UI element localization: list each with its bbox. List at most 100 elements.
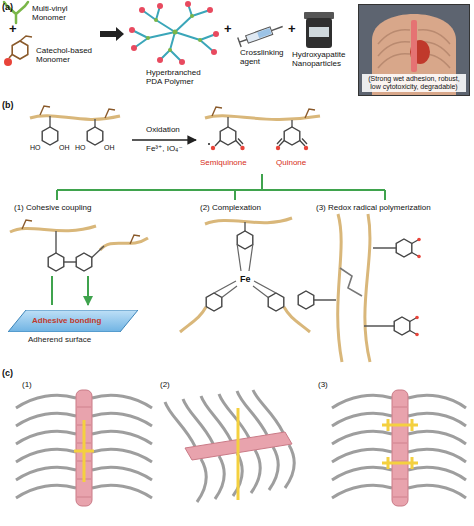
chest-image (411, 20, 417, 72)
crosslinked-chains (394, 317, 410, 335)
hyperbranched-polymer (129, 1, 219, 65)
branch-lines (57, 174, 385, 200)
reaction-condition: Fe³⁺, IO₄⁻ (146, 144, 183, 153)
oxidized-polymer (228, 117, 292, 127)
label-anchor: Oxidation (146, 125, 180, 134)
oxidized-polymer (304, 146, 308, 150)
hyperbranched-polymer (213, 31, 219, 37)
atom-label: HO (75, 144, 86, 152)
label-anchor: (c) (2, 368, 13, 378)
label-anchor: + (288, 22, 296, 37)
crosslinked-chains (417, 255, 421, 259)
crosslinked-chains (298, 214, 421, 362)
ribcage (74, 420, 94, 482)
nanoparticle-jar (304, 12, 334, 19)
catechol-polymer (50, 116, 95, 127)
plus-sign: + (9, 22, 17, 37)
label-anchor: (b) (2, 100, 14, 110)
adhesion-arrows (52, 276, 88, 305)
hyperbranched-polymer (211, 49, 217, 55)
ribcage (332, 395, 392, 498)
crosslinked-chains (338, 214, 342, 362)
coupled-catechols (22, 220, 140, 244)
nanoparticle-jar (309, 27, 329, 37)
ribcage-perspective (237, 408, 240, 500)
hyperbranched-polymer (131, 45, 137, 51)
mechanism-heading: (2) Complexation (200, 203, 261, 212)
ribcage (16, 390, 152, 506)
ribcage (382, 419, 418, 469)
hyperbranched-polymer (207, 7, 213, 13)
oxidized-polymer (212, 107, 315, 118)
oxidized-polymer (205, 116, 320, 120)
hyperbranched-polymer (129, 1, 219, 65)
panel-label: (b) (2, 100, 14, 110)
reaction-condition: Oxidation (146, 125, 180, 134)
image-panel: (Strong wet adhesion, robust, low cytoto… (358, 4, 470, 96)
panel-label: (3) (318, 380, 328, 389)
crosslinked-chains (417, 238, 421, 242)
syringe-icon (238, 22, 285, 47)
hyperbranched-polymer (198, 38, 202, 42)
branch-lines (57, 174, 385, 200)
oxidized-polymer (284, 127, 300, 145)
ribcage (16, 395, 76, 498)
oxidation-arrow (132, 139, 196, 141)
coupled-catechols (48, 253, 64, 271)
crosslinked-chains (410, 240, 418, 334)
catechol-polymer (42, 127, 58, 145)
oxidized-polymer (208, 143, 210, 145)
coupled-catechols (100, 238, 148, 250)
label-anchor: Crosslinking agent (240, 48, 290, 66)
iron-complex (268, 293, 284, 311)
image-caption: (Strong wet adhesion, robust, low cytoto… (362, 74, 466, 92)
oxidized-polymer (276, 146, 280, 150)
hyperbranched-polymer (173, 30, 178, 35)
label-anchor: (2) (160, 380, 170, 389)
nanoparticle-jar (306, 18, 332, 48)
panel-label: (a) (2, 2, 13, 12)
reaction-arrow (100, 27, 124, 41)
atom-label: Fe (240, 274, 251, 284)
hyperbranched-polymer (185, 1, 191, 7)
iron-complex (214, 245, 276, 298)
iron-complex (205, 218, 292, 224)
label-anchor: Hyperbranched PDA Polymer (146, 68, 210, 86)
oxidized-polymer (211, 146, 215, 150)
hyperbranched-polymer (129, 27, 135, 33)
crosslinked-chains (314, 248, 396, 326)
hyperbranched-polymer (146, 36, 150, 40)
atom-label: HO (30, 144, 41, 152)
iron-complex (284, 307, 310, 332)
catechol-polymer (87, 127, 103, 145)
species-label: Quinone (276, 158, 306, 167)
mechanism-heading: (1) Cohesive coupling (14, 203, 91, 212)
iron-complex (237, 231, 253, 249)
hyperbranched-polymer (154, 18, 158, 22)
oxidation-arrow (132, 140, 196, 141)
surface-label: Adherend surface (8, 335, 91, 344)
atom-label: OH (104, 144, 115, 152)
adhesion-arrows (52, 276, 88, 305)
hyperbranched-polymer (179, 59, 185, 65)
label-anchor: OH (59, 144, 70, 152)
label-anchor: Fe (240, 274, 251, 284)
oxidized-polymer (220, 127, 236, 145)
catechol-monomer-icon (4, 36, 32, 66)
plus-sign: + (224, 22, 232, 37)
ribcage (392, 390, 408, 506)
hyperbranched-polymer (190, 14, 194, 18)
component-label: Catechol-based Monomer (36, 46, 98, 64)
hyperbranched-polymer (157, 57, 163, 63)
syringe-icon (246, 27, 273, 43)
component-label: Multi-vinyl Monomer (32, 4, 78, 22)
hyperbranched-polymer (168, 48, 172, 52)
coupled-catechols (76, 253, 92, 271)
label-anchor: Catechol-based Monomer (36, 46, 98, 64)
mechanism-heading: (3) Redox radical polymerization (316, 203, 431, 212)
iron-complex (180, 218, 310, 332)
syringe-icon (238, 22, 285, 47)
catechol-polymer (40, 106, 115, 118)
label-anchor: (3) (318, 380, 328, 389)
label-anchor: Semiquinone (200, 158, 247, 167)
